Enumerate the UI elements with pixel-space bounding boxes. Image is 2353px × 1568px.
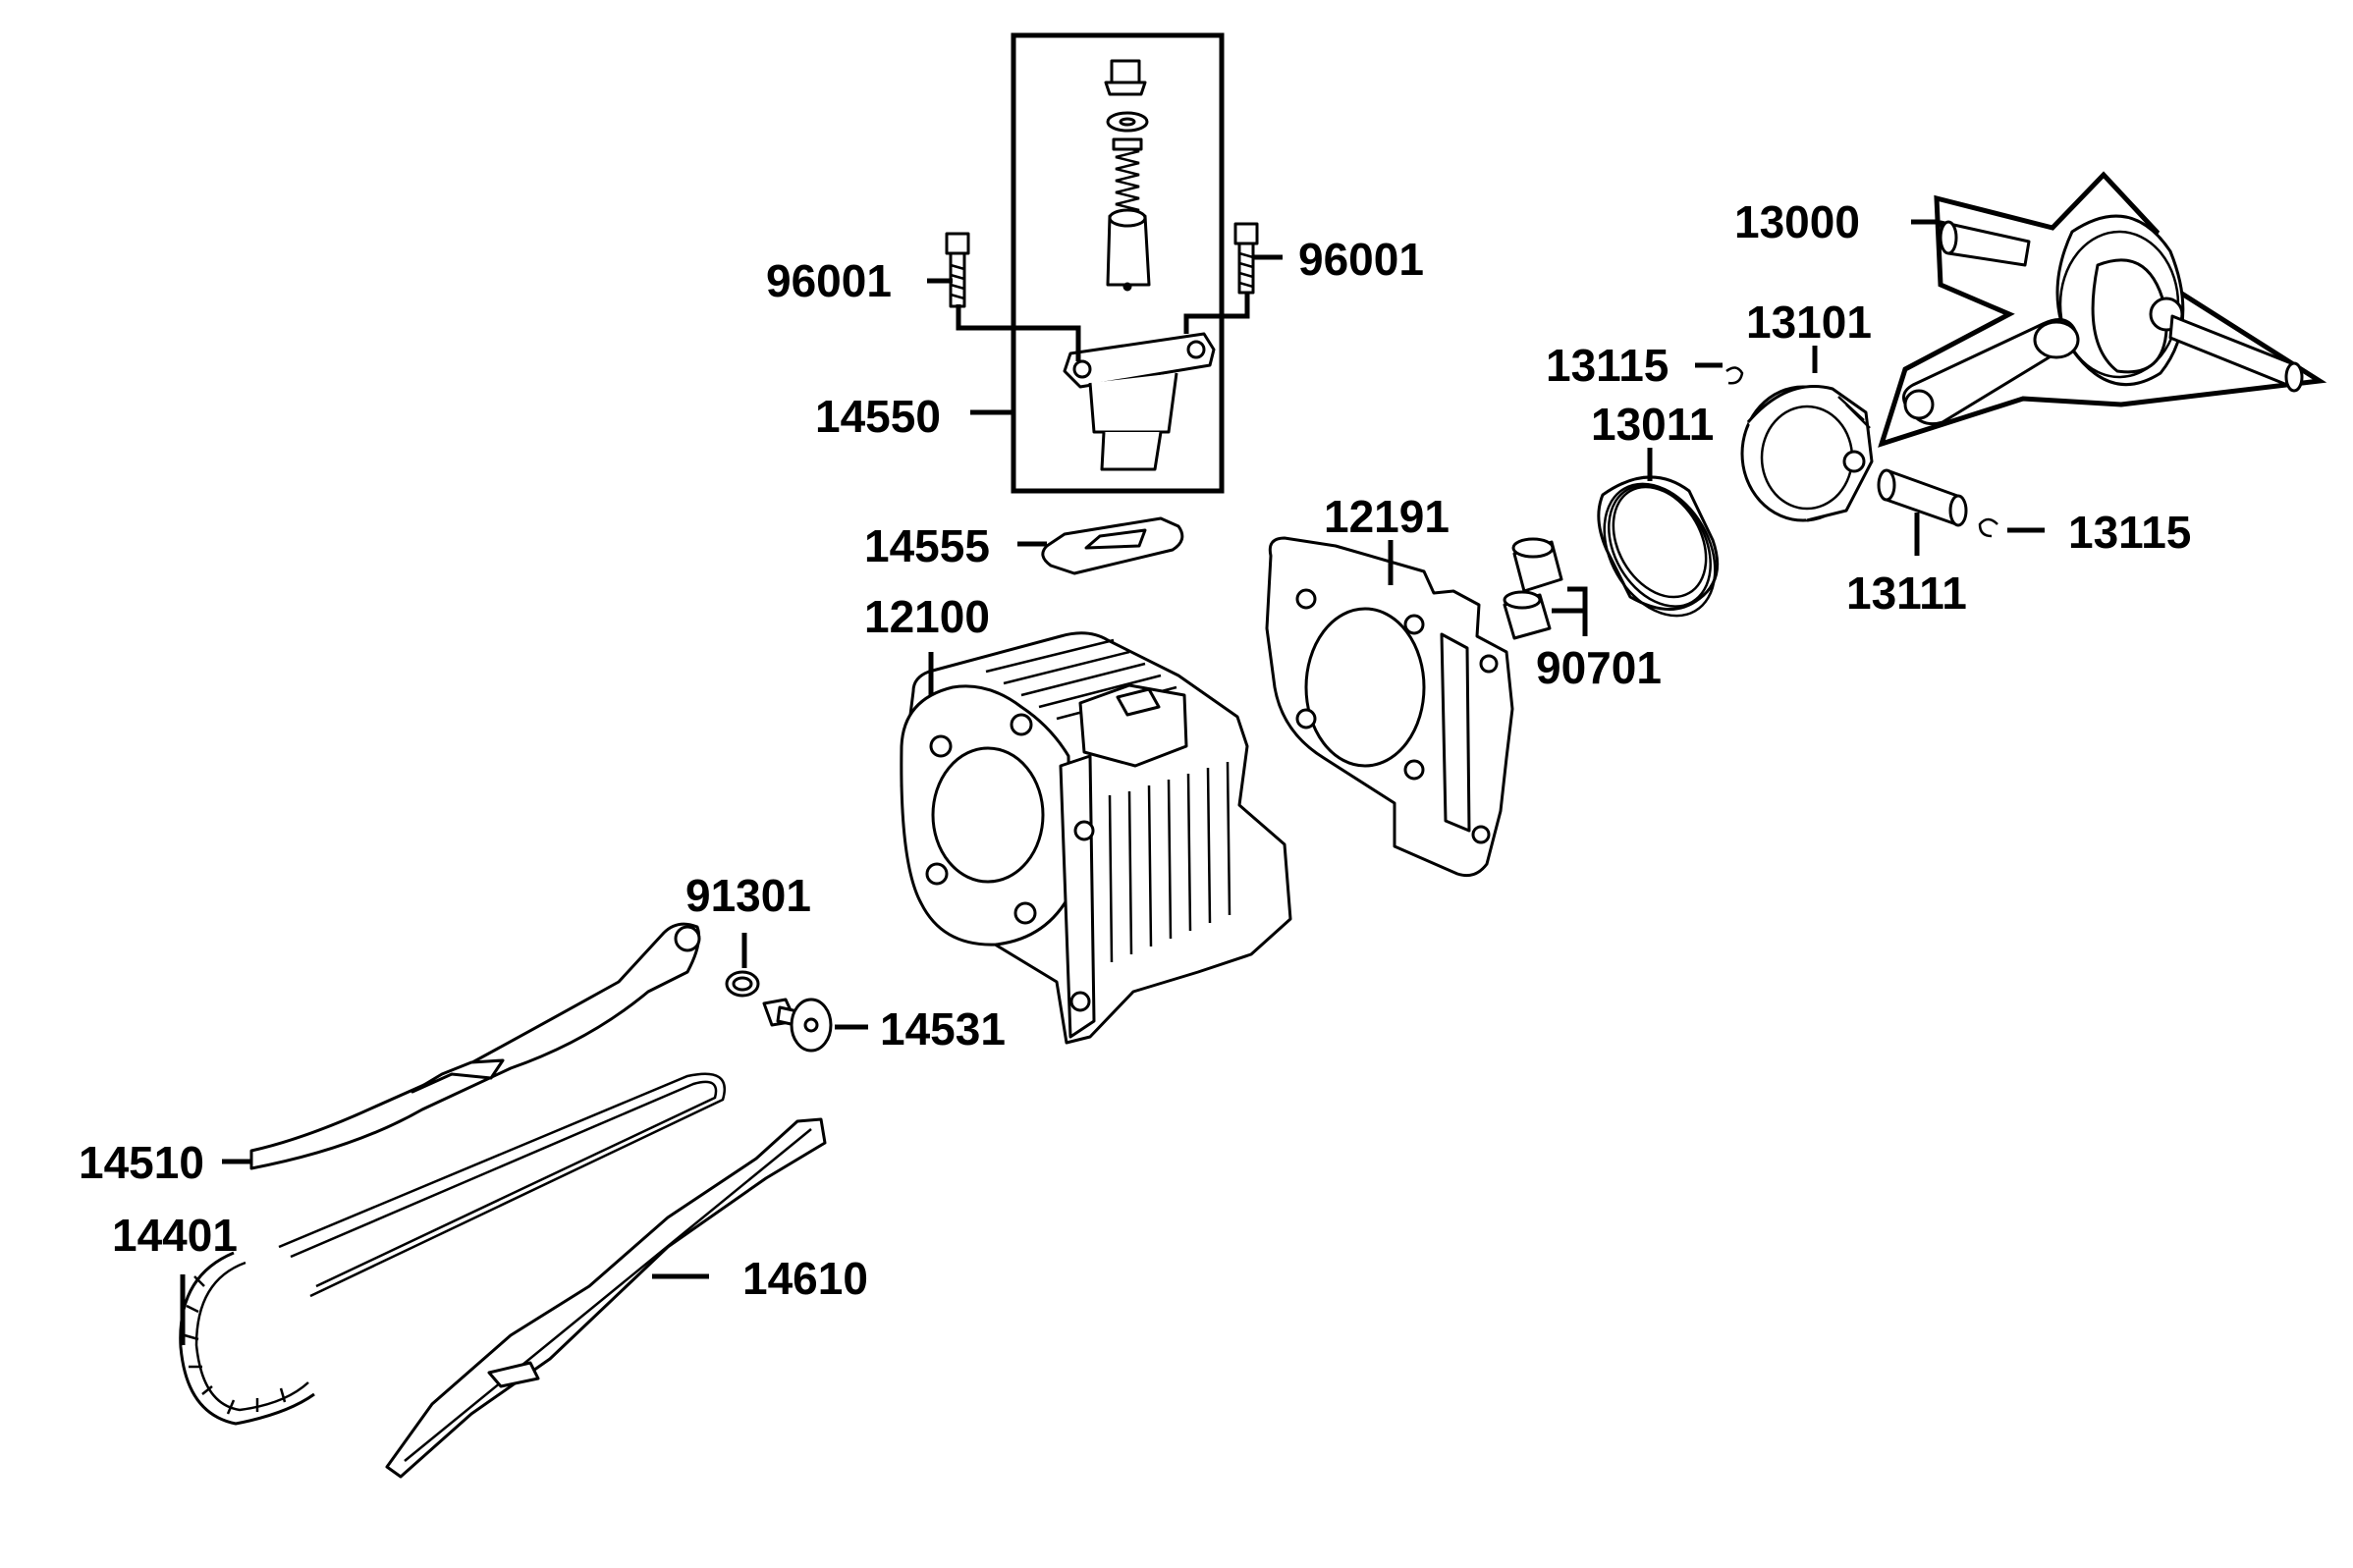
callout-12191: 12191: [1324, 491, 1450, 542]
dowel-pins-90701: [1503, 537, 1563, 640]
crankshaft-13000: [1878, 171, 2327, 448]
callout-14531: 14531: [880, 1003, 1006, 1054]
leader-lines: [180, 219, 2045, 1345]
pivot-bolt-14531: [762, 998, 833, 1053]
callout-13101: 13101: [1746, 297, 1872, 348]
piston-rings-13011: [1597, 475, 1720, 618]
tensioner-gasket-14555: [1041, 516, 1184, 575]
callout-14610: 14610: [742, 1253, 868, 1304]
chain-guide-14610: [385, 1117, 827, 1479]
callout-14555: 14555: [864, 520, 990, 571]
callout-14401: 14401: [112, 1210, 238, 1261]
callout-14510: 14510: [79, 1137, 204, 1188]
callout-13111: 13111: [1846, 568, 1967, 619]
washer-91301: [725, 970, 760, 998]
cam-chain-tensioner-14550: [1011, 32, 1225, 494]
callout-13000: 13000: [1734, 196, 1860, 247]
tensioner-guide-14510: [249, 922, 701, 1170]
callout-labels: 13000 96001 96001 13101 13115 13011 1455…: [79, 196, 2191, 1304]
callout-90701: 90701: [1536, 642, 1662, 693]
callout-12100: 12100: [864, 591, 990, 642]
bolt-96001-left: [945, 232, 970, 308]
circlip-13115-top: [1725, 366, 1744, 385]
cylinder-12100: [900, 631, 1292, 1045]
piston-13101: [1740, 385, 1874, 522]
callout-96001-right: 96001: [1298, 234, 1424, 285]
callout-13115-right: 13115: [2068, 507, 2191, 558]
cam-chain-14401: [179, 1072, 726, 1426]
bolt-96001-right: [1233, 222, 1259, 295]
piston-pin-13111: [1877, 468, 1968, 527]
circlip-13115-right: [1978, 517, 1998, 538]
callout-13011: 13011: [1591, 399, 1714, 450]
callout-13115-top: 13115: [1546, 340, 1669, 391]
callout-14550: 14550: [815, 391, 941, 442]
callout-91301: 91301: [685, 870, 811, 921]
cylinder-gasket-12191: [1265, 536, 1514, 878]
callout-96001-left: 96001: [766, 255, 892, 306]
